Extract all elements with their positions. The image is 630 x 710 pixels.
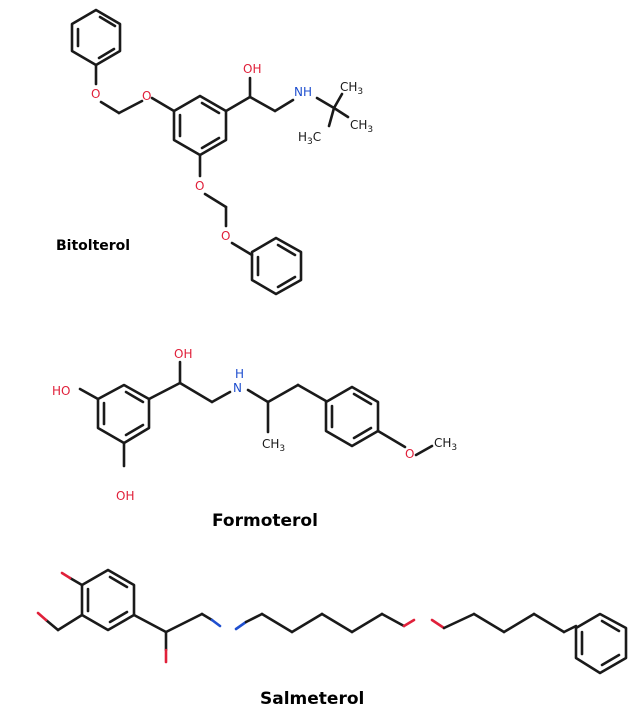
salmeterol-structure: Salmeterol [36, 568, 628, 709]
formoterol-benzene-ring [96, 383, 151, 445]
formoterol-atom-n: N [233, 381, 242, 395]
bitolterol-atom-o2: O [142, 89, 151, 103]
bitolterol-benzene-ring-central [172, 94, 228, 157]
bitolterol-atom-ch3-right: CH3 [350, 118, 373, 135]
formoterol-atom-ch3-side: CH3 [262, 437, 285, 454]
bitolterol-atom-ch3-top: CH3 [340, 80, 363, 97]
bitolterol-atom-o3: O [195, 179, 204, 193]
formoterol-atom-oh-bottom: OH [116, 489, 134, 503]
formoterol-label: Formoterol [212, 511, 318, 531]
bitolterol-structure: O O O O OH NH [56, 8, 373, 296]
bitolterol-atom-oh: OH [243, 62, 261, 76]
bitolterol-phenyl-ring-bottom [250, 236, 303, 296]
formoterol-methoxyphenyl-ring [324, 385, 380, 448]
formoterol-atom-nh: H [235, 367, 244, 381]
salmeterol-phenyl-ring [574, 612, 628, 675]
salmeterol-benzene-ring [80, 568, 136, 632]
bitolterol-atom-h3c: H3C [298, 130, 321, 147]
salmeterol-label: Salmeterol [260, 689, 364, 709]
bitolterol-atom-nh: NH [294, 85, 312, 99]
formoterol-atom-oh-top: OH [174, 347, 192, 361]
bitolterol-phenyl-ring-top [70, 8, 122, 67]
bitolterol-atom-o1: O [91, 87, 100, 101]
formoterol-atom-o-ether: O [405, 447, 414, 461]
bitolterol-label: Bitolterol [56, 238, 130, 254]
formoterol-atom-ho: HO [52, 384, 70, 398]
bitolterol-atom-o4: O [221, 229, 230, 243]
formoterol-atom-ch3-ether: CH3 [434, 436, 457, 453]
formoterol-structure: HO OH OH H N CH3 O CH3 Formoterol [52, 347, 457, 531]
